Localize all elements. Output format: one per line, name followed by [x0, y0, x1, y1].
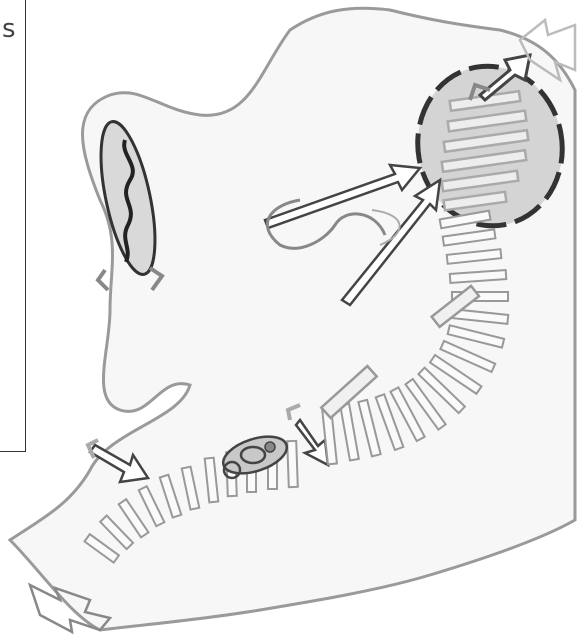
face-diagram [0, 0, 580, 635]
diagram-stage: s [0, 0, 580, 635]
